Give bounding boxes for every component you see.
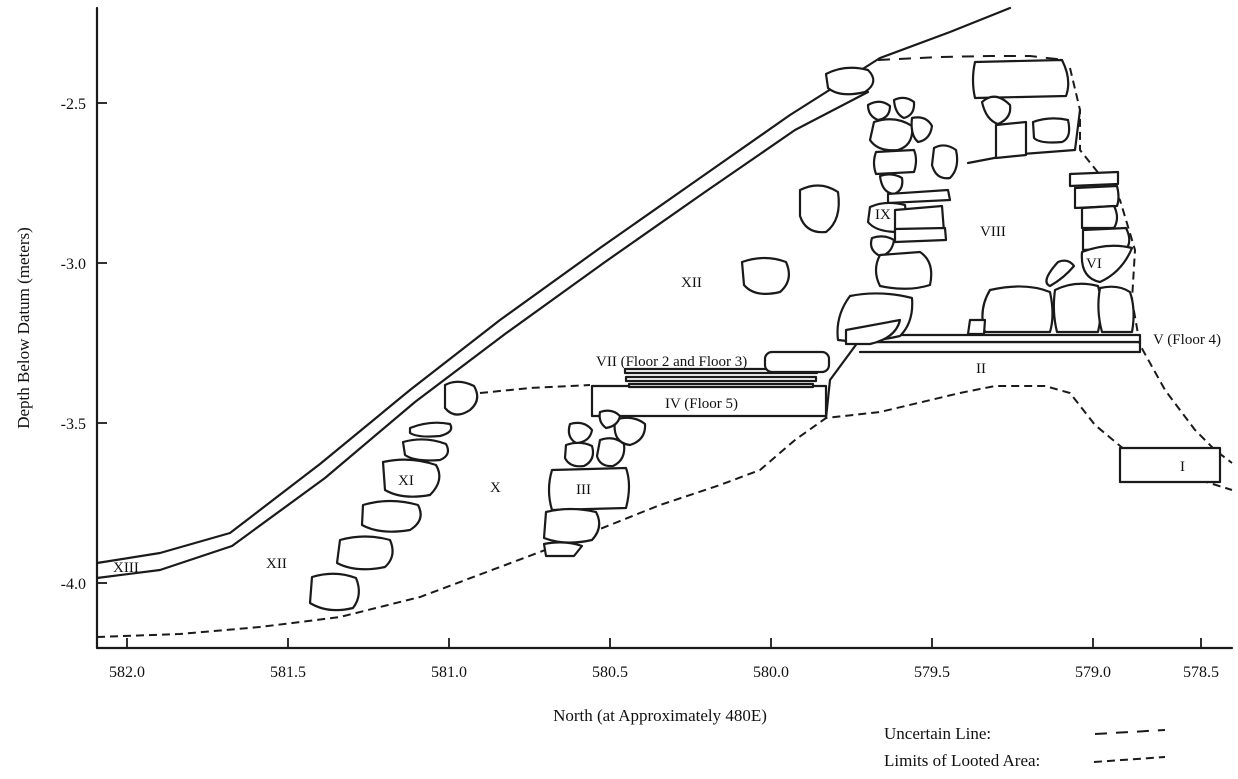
- stone-wall-xi: [308, 380, 479, 612]
- stone-wall-top-right: [971, 58, 1071, 160]
- surface-stone: [824, 66, 875, 96]
- stone-wall-vi: [1045, 170, 1134, 288]
- floor-stone: [763, 350, 831, 374]
- x-tick-label: 581.5: [270, 664, 306, 681]
- x-ticks: 582.0 581.5 581.0 580.5 580.0 579.5 579.…: [109, 638, 1219, 681]
- y-tick-label: -3.5: [61, 416, 86, 433]
- stone-xii-b: [740, 256, 791, 295]
- label-xi: XI: [398, 473, 414, 489]
- x-tick-label: 579.0: [1075, 664, 1111, 681]
- stone-wall-lower-right: [966, 282, 1135, 336]
- structure-outline: [824, 340, 1142, 420]
- x-axis-title: North (at Approximately 480E): [553, 706, 767, 725]
- x-tick-label: 582.0: [109, 664, 145, 681]
- label-xii-upper: XII: [681, 275, 702, 291]
- y-ticks: -2.5 -3.0 -3.5 -4.0: [61, 96, 107, 593]
- ground-surface-upper-line: [95, 6, 1012, 565]
- x-tick-label: 579.5: [914, 664, 950, 681]
- uncertain-line-mid: [479, 384, 591, 394]
- legend-looted-swatch: [1093, 756, 1166, 763]
- x-tick-label: 580.5: [592, 664, 628, 681]
- stone-xii-a: [798, 184, 840, 234]
- label-vi: VI: [1086, 256, 1102, 272]
- stone-wall-iii: [542, 409, 647, 558]
- label-vii: VII (Floor 2 and Floor 3): [596, 354, 747, 370]
- floor-2-slab: [624, 375, 818, 383]
- label-iii: III: [576, 482, 591, 498]
- uncertain-line-top: [877, 55, 1066, 61]
- looted-area-boundary-right: [1069, 67, 1233, 464]
- looted-area-boundary-lower: [96, 385, 1233, 638]
- x-tick-label: 580.0: [753, 664, 789, 681]
- label-xii-lower: XII: [266, 556, 287, 572]
- y-axis-title: Depth Below Datum (meters): [14, 227, 33, 429]
- legend-uncertain-label: Uncertain Line:: [884, 724, 991, 743]
- y-tick-label: -3.0: [61, 256, 86, 273]
- structure-step: [966, 108, 1082, 165]
- legend-uncertain-swatch: [1094, 729, 1166, 735]
- legend: Uncertain Line: Limits of Looted Area:: [884, 724, 1166, 770]
- x-tick-label: 578.5: [1183, 664, 1219, 681]
- label-x: X: [490, 480, 501, 496]
- stone-wall-ix: [836, 96, 959, 346]
- y-tick-label: -4.0: [61, 576, 86, 593]
- legend-looted-label: Limits of Looted Area:: [884, 751, 1040, 770]
- label-i: I: [1180, 459, 1185, 475]
- ground-surface-lower-line: [95, 90, 870, 580]
- label-viii: VIII: [980, 224, 1006, 240]
- floor-lower-slab: [627, 382, 815, 389]
- label-xiii: XIII: [113, 560, 139, 576]
- y-tick-label: -2.5: [61, 96, 86, 113]
- x-tick-label: 581.0: [431, 664, 467, 681]
- feature-i-slab: [1118, 446, 1222, 484]
- label-iv: IV (Floor 5): [665, 396, 738, 412]
- label-v: V (Floor 4): [1153, 332, 1221, 348]
- label-ix: IX: [875, 207, 891, 223]
- label-ii: II: [976, 361, 986, 377]
